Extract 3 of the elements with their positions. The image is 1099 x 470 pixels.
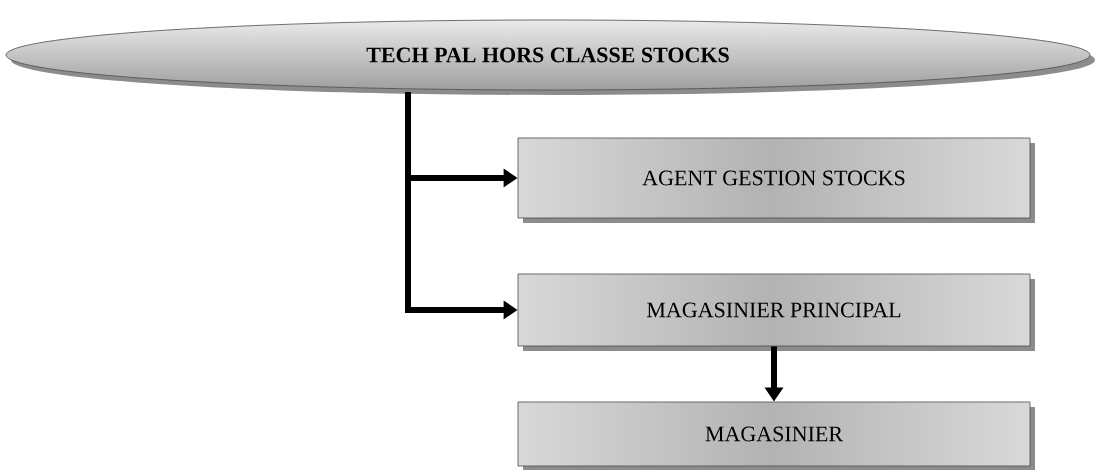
role-box: MAGASINIER PRINCIPAL <box>517 273 1035 351</box>
role-box: MAGASINIER <box>517 401 1035 470</box>
role-box: AGENT GESTION STOCKS <box>517 137 1035 223</box>
